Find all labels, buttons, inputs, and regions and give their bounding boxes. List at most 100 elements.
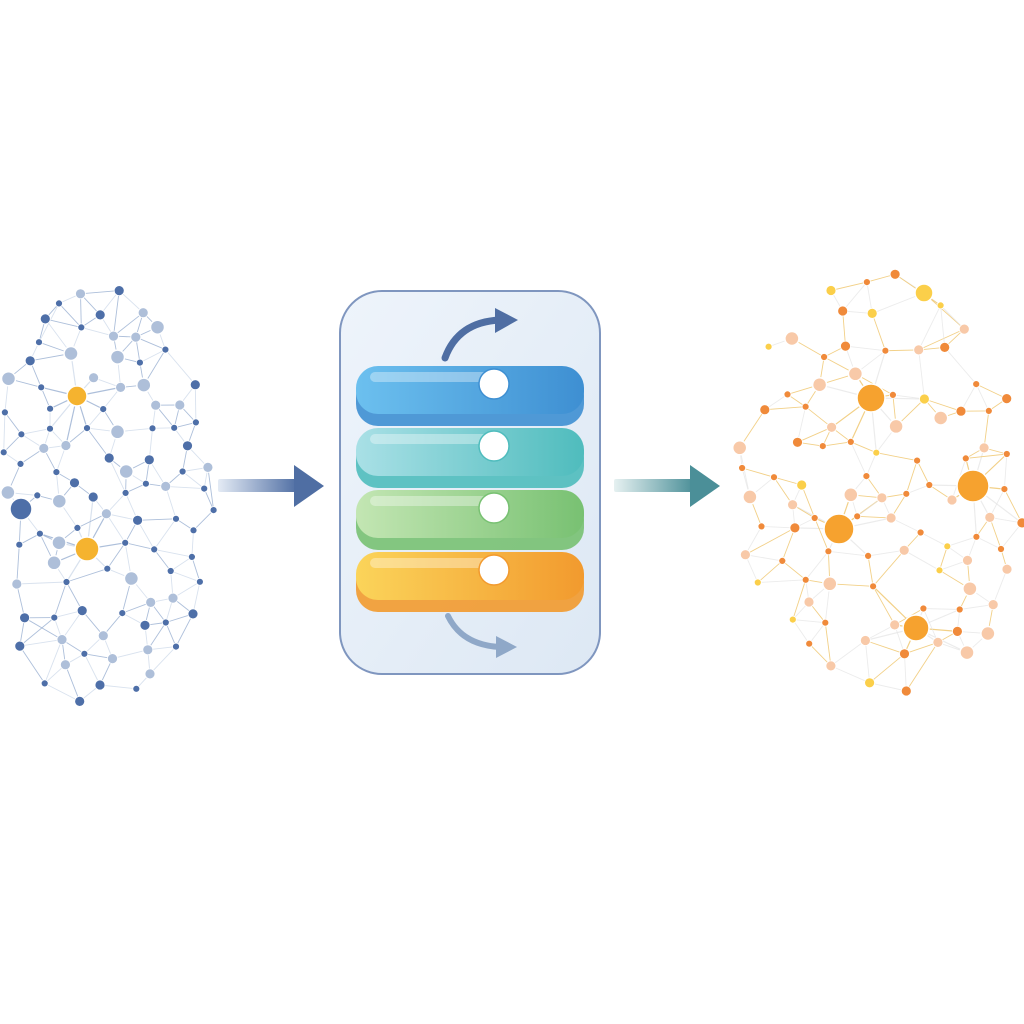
- graph-node: [172, 642, 180, 651]
- graph-node: [946, 494, 958, 506]
- graph-node: [166, 567, 175, 575]
- graph-node: [161, 345, 170, 354]
- orange-layer-knob: [478, 554, 510, 586]
- graph-node: [846, 437, 855, 446]
- graph-node: [80, 649, 89, 658]
- graph-node: [987, 599, 999, 610]
- graph-node: [862, 472, 871, 481]
- graph-node: [784, 330, 800, 347]
- graph-node: [916, 528, 925, 537]
- graph-node: [55, 299, 63, 308]
- graph-node: [0, 370, 17, 387]
- graph-node: [997, 545, 1005, 553]
- graph-node: [51, 534, 67, 551]
- graph-node: [51, 493, 68, 509]
- layer-stack: [339, 290, 601, 675]
- graph-node: [826, 421, 837, 433]
- graph-node: [139, 619, 151, 631]
- graph-node: [824, 547, 833, 556]
- graph-node: [62, 578, 71, 586]
- graph-node: [792, 436, 803, 448]
- graph-node: [60, 659, 71, 671]
- graph-node: [189, 379, 201, 391]
- input-to-stack-arrow: [218, 465, 324, 507]
- graph-node: [87, 491, 99, 503]
- graph-node: [191, 418, 200, 427]
- graph-node: [144, 668, 156, 680]
- graph-node: [137, 307, 149, 319]
- graph-node: [978, 442, 990, 454]
- graph-node: [141, 479, 150, 488]
- graph-node: [757, 522, 766, 531]
- graph-node: [881, 346, 890, 355]
- graph-node: [1002, 450, 1011, 458]
- green-layer-knob: [478, 492, 510, 524]
- graph-node: [864, 677, 875, 689]
- graph-node: [148, 424, 157, 433]
- graph-node: [825, 285, 837, 296]
- graph-node: [810, 514, 819, 522]
- hub-node: [74, 536, 100, 562]
- graph-node: [889, 390, 897, 399]
- graph-node: [764, 342, 773, 351]
- graph-node: [143, 454, 155, 466]
- green-layer: [356, 490, 584, 550]
- graph-node: [130, 331, 142, 343]
- graph-node: [1001, 563, 1013, 575]
- graph-node: [866, 307, 878, 319]
- graph-node: [94, 679, 106, 691]
- graph-node: [178, 467, 187, 476]
- graph-node: [142, 644, 154, 656]
- orange-layer: [356, 552, 584, 612]
- graph-node: [788, 615, 797, 624]
- graph-node: [160, 480, 172, 492]
- graph-node: [837, 305, 849, 317]
- graph-node: [182, 440, 193, 452]
- graph-node: [74, 696, 86, 707]
- graph-node: [958, 323, 970, 335]
- graph-node: [759, 404, 771, 416]
- graph-node: [9, 497, 33, 521]
- graph-node: [76, 605, 88, 616]
- graph-node: [919, 604, 928, 613]
- graph-node: [63, 345, 79, 362]
- graph-node: [103, 452, 115, 464]
- graph-node: [822, 576, 838, 592]
- graph-node: [801, 402, 810, 411]
- graph-node: [742, 489, 758, 505]
- graph-node: [145, 597, 157, 608]
- output-graph: [731, 268, 1024, 697]
- graph-node: [943, 542, 952, 551]
- graph-node: [167, 592, 179, 604]
- graph-node: [961, 454, 970, 463]
- graph-node: [75, 288, 86, 300]
- graph-node: [109, 424, 126, 440]
- graph-node: [889, 619, 901, 631]
- blue-layer-knob: [478, 368, 510, 400]
- rotate-up-arrow: [441, 316, 504, 362]
- graph-node: [118, 609, 127, 617]
- graph-node: [939, 341, 951, 353]
- graph-node: [932, 410, 949, 426]
- graph-node: [14, 640, 26, 652]
- graph-node: [46, 555, 62, 571]
- graph-node: [107, 653, 118, 664]
- graph-node: [0, 448, 8, 457]
- graph-node: [876, 492, 888, 504]
- graph-node: [170, 423, 179, 432]
- graph-node: [770, 473, 778, 482]
- graph-node: [189, 526, 198, 535]
- graph-node: [825, 660, 837, 672]
- hub-node: [823, 513, 855, 545]
- graph-node: [46, 424, 54, 433]
- rotate-down-arrow: [445, 613, 503, 650]
- graph-node: [1016, 517, 1024, 529]
- teal-layer: [356, 428, 584, 488]
- graph-node: [11, 578, 23, 590]
- blue-layer: [356, 366, 584, 426]
- graph-node: [972, 532, 981, 541]
- graph-node: [50, 613, 59, 622]
- graph-node: [149, 319, 166, 335]
- graph-node: [88, 372, 99, 384]
- graph-node: [738, 464, 746, 472]
